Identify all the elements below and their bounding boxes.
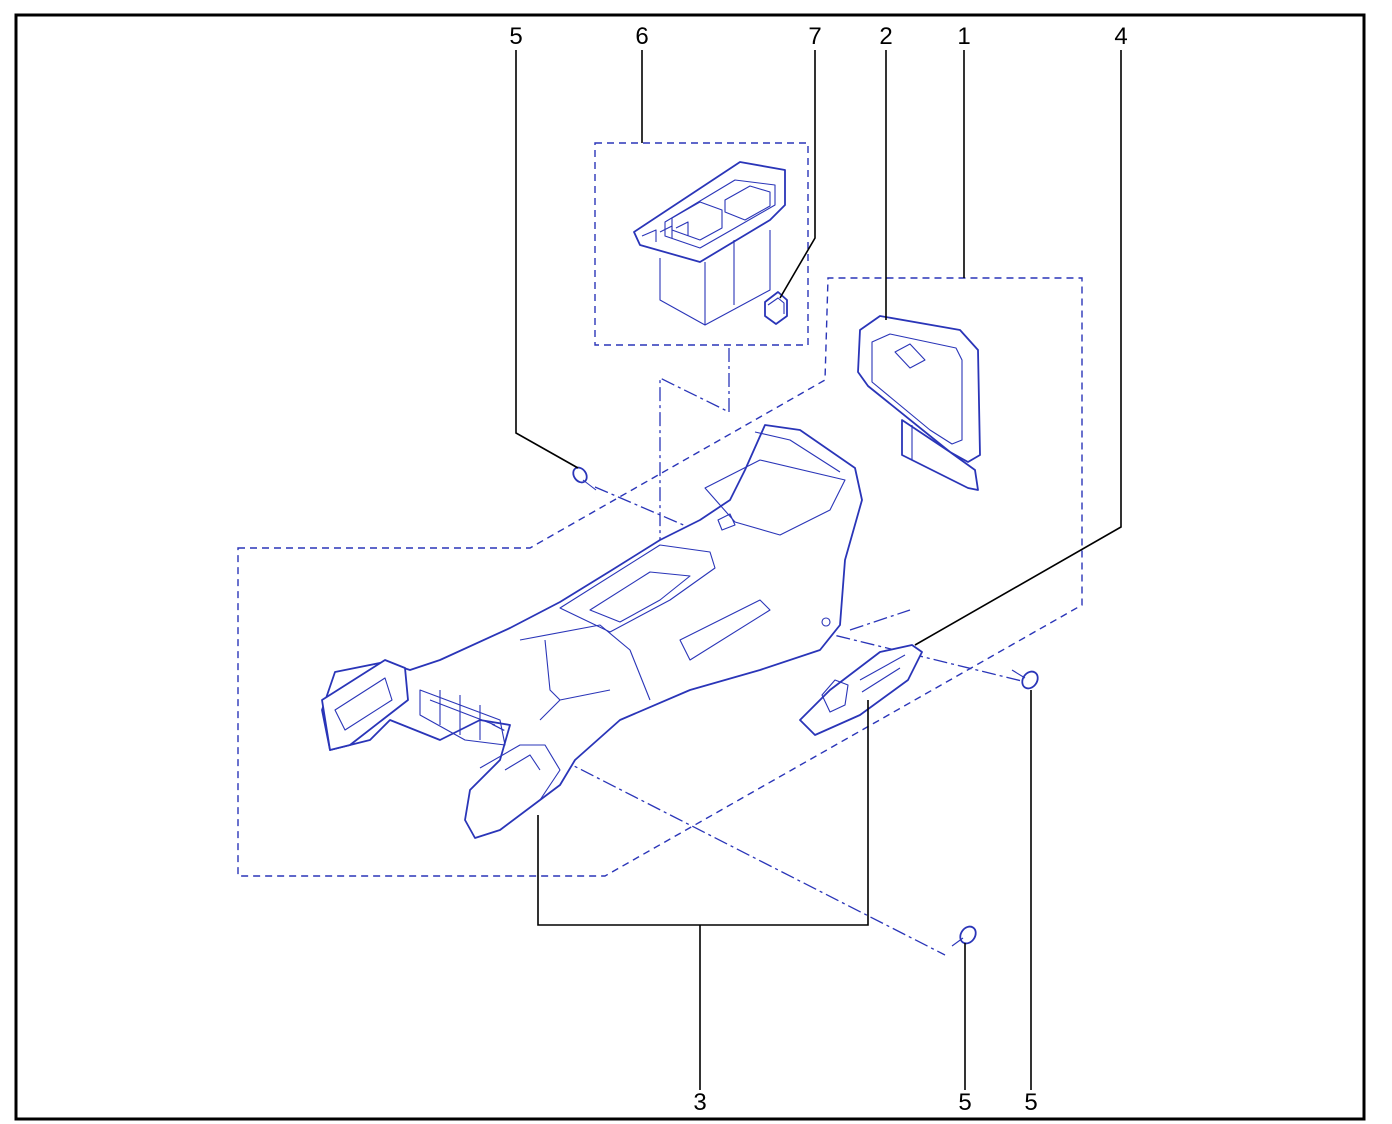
assembly-box-1 [237, 277, 1083, 877]
callout-6: 6 [635, 23, 648, 50]
callout-1: 1 [957, 23, 970, 50]
part-screw-bottom [951, 925, 977, 947]
callout-2: 2 [879, 23, 892, 50]
callout-labels: 5 6 7 2 1 4 3 5 5 [509, 23, 1127, 1116]
callout-7: 7 [808, 23, 821, 50]
part-console-body [321, 424, 863, 839]
callout-4: 4 [1114, 23, 1127, 50]
part-screw-right [1011, 669, 1039, 690]
assembly-box-6 [594, 142, 809, 346]
callout-5-bottom-right: 5 [1024, 1089, 1037, 1116]
callout-5-bottom-middle: 5 [958, 1089, 971, 1116]
part-cup-holder [633, 161, 786, 326]
callout-3: 3 [693, 1089, 706, 1116]
part-trim-panel [857, 315, 981, 491]
diagram-frame [14, 13, 1366, 1121]
part-clip [764, 291, 788, 325]
part-screw-top-left [572, 466, 597, 491]
callout-5-top: 5 [509, 23, 522, 50]
leader-lines [515, 50, 1122, 1090]
part-side-trim [799, 644, 923, 736]
